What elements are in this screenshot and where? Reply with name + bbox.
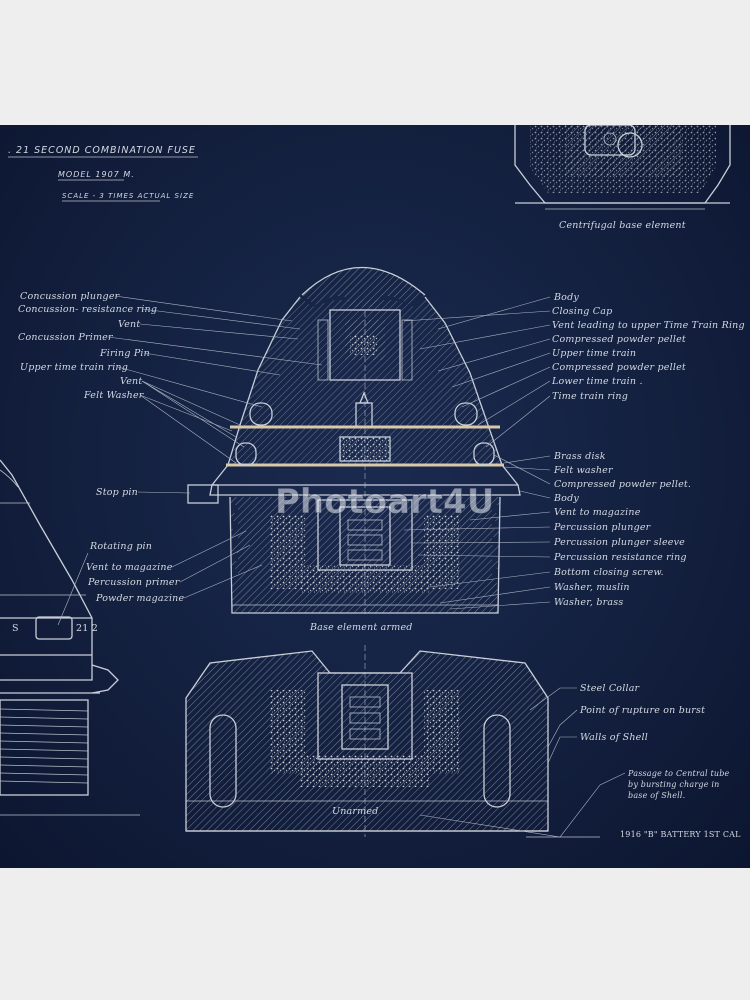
left-labels: Concussion plunger Concussion- resistanc… [18, 291, 323, 626]
label-compressed-pellet-2: Compressed powder pellet [552, 362, 686, 373]
label-percussion-primer: Percussion primer [87, 577, 181, 588]
label-upper-time-train: Upper time train [552, 348, 636, 359]
label-body-2: Body [553, 493, 579, 504]
label-body-1: Body [553, 292, 579, 303]
label-vent-2: Vent [120, 376, 142, 387]
label-brass-disk: Brass disk [553, 451, 606, 462]
label-firing-pin: Firing Pin [99, 348, 150, 359]
battery-stamp: 1916 "B" BATTERY 1ST CAL [620, 830, 741, 839]
label-passage-2: by bursting charge in [628, 780, 720, 789]
label-passage-3: base of Shell. [628, 791, 685, 800]
label-point-of-rupture: Point of rupture on burst [579, 705, 705, 716]
caption-centrifugal: Centrifugal base element [559, 220, 686, 231]
label-felt-washer-right: Felt washer [553, 465, 614, 476]
dial-mark-21: 21 2 [76, 623, 98, 634]
label-passage-1: Passage to Central tube [627, 769, 730, 778]
label-vent-to-magazine-left: Vent to magazine [86, 562, 173, 573]
dial-mark-s: S [12, 623, 19, 634]
label-powder-magazine: Powder magazine [95, 593, 185, 604]
label-felt-washer: Felt Washer [83, 390, 145, 401]
label-concussion-primer: Concussion Primer [18, 332, 114, 343]
caption-armed: Base element armed [309, 622, 413, 633]
model-label: MODEL 1907 M. [58, 170, 135, 179]
label-upper-time-train-ring: Upper time train ring [20, 362, 128, 373]
label-percussion-resistance-ring: Percussion resistance ring [553, 552, 687, 563]
label-percussion-plunger-sleeve: Percussion plunger sleeve [553, 537, 685, 548]
base-element-unarmed [185, 645, 549, 837]
label-time-train-ring: Time train ring [552, 391, 628, 402]
label-walls-of-shell: Walls of Shell [580, 732, 648, 743]
label-vent-1: Vent [118, 319, 140, 330]
label-closing-cap: Closing Cap [552, 306, 612, 317]
label-bottom-closing-screw: Bottom closing screw. [553, 567, 664, 578]
lower-labels: Steel Collar Point of rupture on burst W… [419, 683, 730, 838]
drawing-title: . 21 SECOND COMBINATION FUSE [8, 145, 196, 156]
right-labels: Body Closing Cap Vent leading to upper T… [403, 292, 745, 610]
label-concussion-plunger: Concussion plunger [20, 291, 121, 302]
label-compressed-pellet-1: Compressed powder pellet [552, 334, 686, 345]
fuse-outer-view: S 21 2 [0, 459, 140, 816]
label-rotating-pin: Rotating pin [89, 541, 152, 552]
label-washer-brass: Washer, brass [554, 597, 623, 608]
centrifugal-base-element [514, 125, 731, 210]
scale-label: SCALE - 3 TIMES ACTUAL SIZE [62, 192, 194, 200]
blueprint-print: . 21 SECOND COMBINATION FUSE MODEL 1907 … [0, 125, 750, 868]
label-compressed-pellet-3: Compressed powder pellet. [554, 479, 691, 490]
fuse-blueprint-drawing: . 21 SECOND COMBINATION FUSE MODEL 1907 … [0, 125, 745, 839]
label-stop-pin: Stop pin [96, 487, 138, 498]
label-concussion-resistance-ring: Concussion- resistance ring [18, 304, 157, 315]
label-lower-time-train: Lower time train . [551, 376, 643, 387]
label-percussion-plunger: Percussion plunger [553, 522, 652, 533]
label-washer-muslin: Washer, muslin [554, 582, 630, 593]
caption-unarmed: Unarmed [332, 806, 378, 817]
label-steel-collar: Steel Collar [580, 683, 641, 694]
label-vent-upper: Vent leading to upper Time Train Ring [552, 320, 745, 331]
label-vent-to-magazine-right: Vent to magazine [554, 507, 641, 518]
watermark: Photoart4U [275, 482, 494, 522]
